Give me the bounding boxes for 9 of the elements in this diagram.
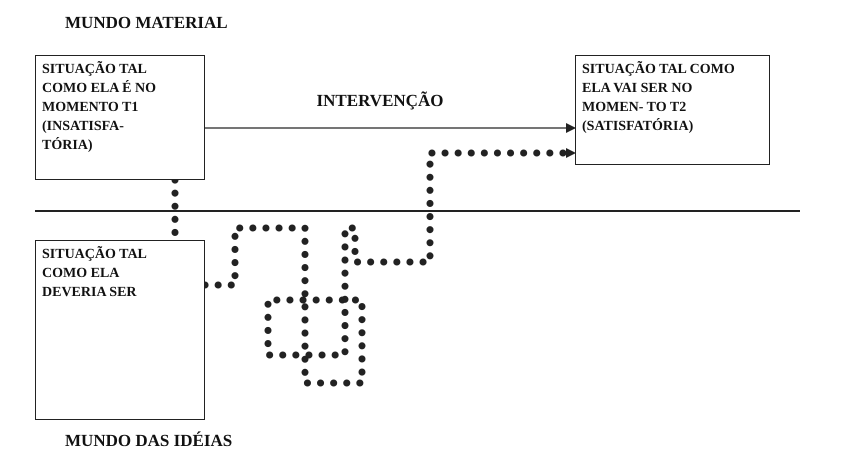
situation-box [575, 55, 770, 165]
situation-box [35, 55, 205, 180]
box-text: SITUAÇÃO TAL COMO ELA É NO MOMENTO T1 (INSATISFA- TÓRIA) [42, 60, 157, 155]
situation-box [35, 240, 205, 420]
region-label: MUNDO MATERIAL [65, 12, 228, 34]
arrow [204, 123, 576, 133]
box-text: SITUAÇÃO TAL COMO ELA DEVERIA SER [42, 245, 148, 302]
box-text: SITUAÇÃO TAL COMO ELA VAI SER NO MOMEN- TO T2 (SATISFATÓRIA) [582, 60, 736, 136]
region-label: MUNDO DAS IDÉIAS [65, 430, 232, 452]
